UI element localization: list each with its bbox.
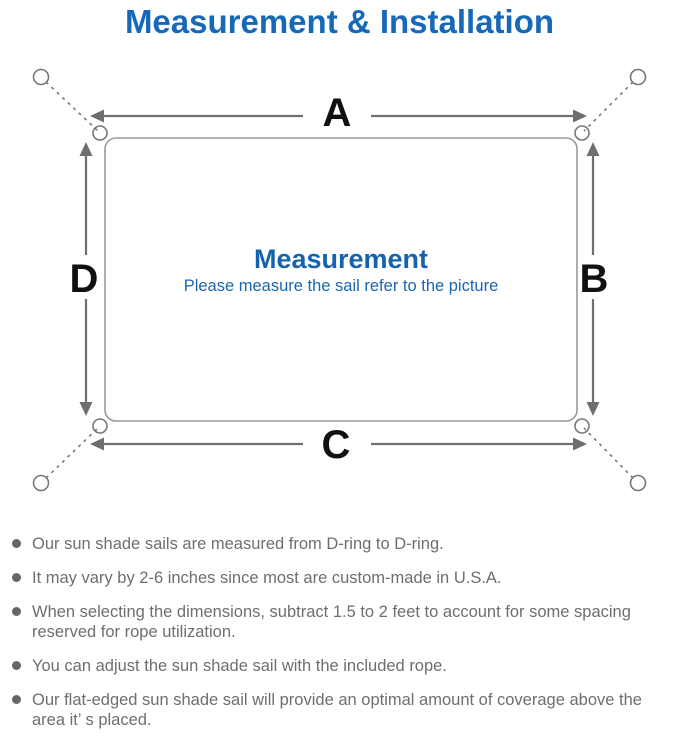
- arrowhead-left-icon: [90, 109, 104, 123]
- bullet-icon: [12, 695, 21, 704]
- bullet-icon: [12, 539, 21, 548]
- list-item: Our flat-edged sun shade sail will provi…: [12, 690, 671, 730]
- bullet-icon: [12, 573, 21, 582]
- measurement-diagram: A C D B Measurement Please meas: [32, 68, 647, 492]
- rope-line-top-right: [583, 81, 634, 132]
- rope-line-bottom-right: [583, 427, 634, 479]
- arrowhead-left-icon: [90, 437, 104, 451]
- dimension-label-c: C: [322, 423, 351, 467]
- note-text: When selecting the dimensions, subtract …: [32, 603, 631, 641]
- list-item: You can adjust the sun shade sail with t…: [12, 656, 671, 676]
- list-item: When selecting the dimensions, subtract …: [12, 602, 671, 642]
- d-ring-top-right-icon: [574, 125, 590, 141]
- note-text: Our sun shade sails are measured from D-…: [32, 535, 444, 553]
- sail-outline: [104, 137, 578, 422]
- arrowhead-right-icon: [573, 109, 587, 123]
- arrowhead-up-icon: [586, 142, 600, 156]
- arrowhead-right-icon: [573, 437, 587, 451]
- note-text: You can adjust the sun shade sail with t…: [32, 657, 447, 675]
- diagram-subheading: Please measure the sail refer to the pic…: [184, 277, 499, 295]
- anchor-point-bottom-left-icon: [32, 474, 50, 492]
- arrowhead-down-icon: [586, 402, 600, 416]
- arrowhead-down-icon: [79, 402, 93, 416]
- dimension-arrow-c: C: [90, 423, 587, 467]
- dimension-arrow-a: A: [90, 91, 587, 135]
- dimension-arrow-b: B: [580, 142, 609, 416]
- diagram-heading: Measurement: [254, 244, 428, 274]
- page-title: Measurement & Installation: [124, 3, 555, 40]
- rope-line-bottom-left: [45, 427, 99, 479]
- dimension-label-b: B: [580, 257, 609, 301]
- list-item: Our sun shade sails are measured from D-…: [12, 534, 671, 554]
- dimension-label-a: A: [323, 91, 352, 135]
- anchor-point-top-left-icon: [32, 68, 50, 86]
- list-item: It may vary by 2-6 inches since most are…: [12, 568, 671, 588]
- anchor-point-bottom-right-icon: [629, 474, 647, 492]
- bullet-icon: [12, 607, 21, 616]
- d-ring-bottom-right-icon: [574, 418, 590, 434]
- arrowhead-up-icon: [79, 142, 93, 156]
- rope-line-top-left: [45, 81, 99, 132]
- d-ring-top-left-icon: [92, 125, 108, 141]
- bullet-icon: [12, 661, 21, 670]
- note-text: Our flat-edged sun shade sail will provi…: [32, 691, 642, 729]
- dimension-label-d: D: [70, 257, 99, 301]
- note-text: It may vary by 2-6 inches since most are…: [32, 569, 502, 587]
- notes-list: Our sun shade sails are measured from D-…: [0, 519, 679, 730]
- anchor-point-top-right-icon: [629, 68, 647, 86]
- dimension-arrow-d: D: [70, 142, 99, 416]
